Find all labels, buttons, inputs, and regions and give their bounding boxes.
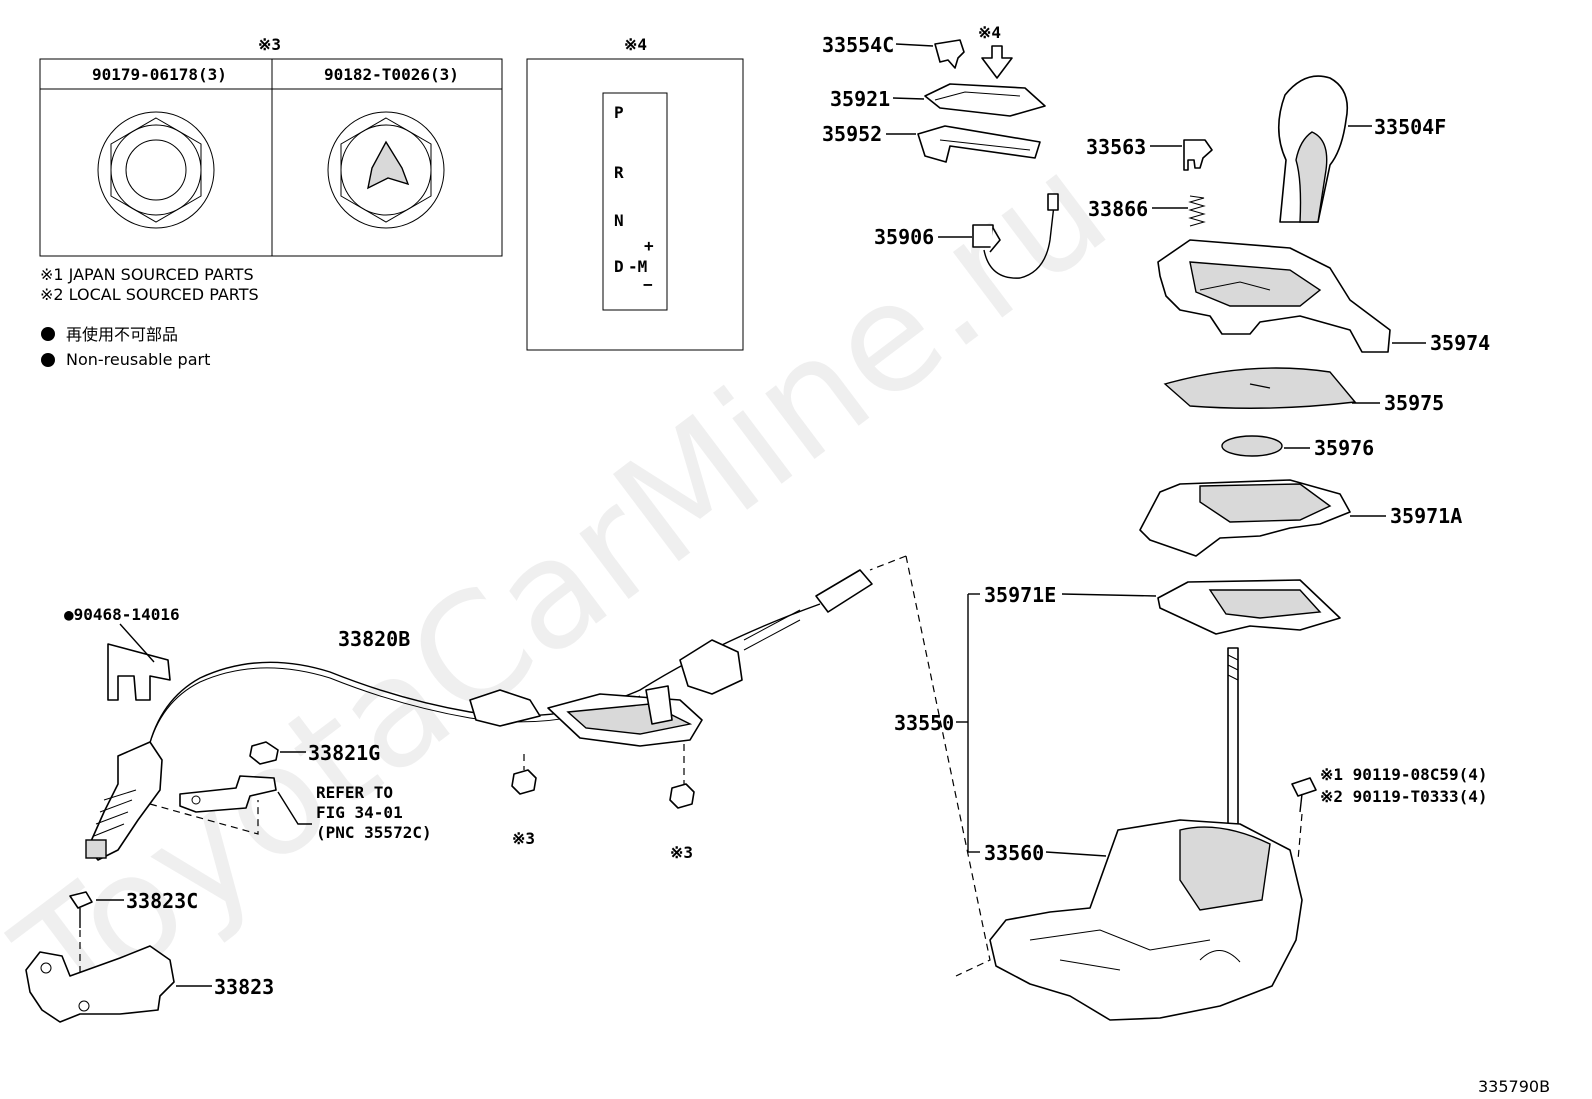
trim-parts [1163,367,1380,457]
label-35921: 35921 [830,87,890,111]
hex-nut-icon [97,111,215,229]
bolt-33823c [69,891,124,990]
note-jp-nonreusable: 再使用不可部品 [66,325,178,344]
gate-p: P [614,103,624,122]
assembly-bracket-33550 [956,593,980,853]
note-local: ※2 LOCAL SOURCED PARTS [40,285,259,304]
flange-nut-icon [327,111,445,229]
label-33550: 33550 [894,711,954,735]
label-35974: 35974 [1430,331,1490,355]
housing-35971a [1139,479,1386,557]
bracket-33823 [25,945,212,1023]
label-35975: 35975 [1384,391,1444,415]
nut-33821g [249,741,306,765]
nut-mark3-right [669,744,695,809]
upper-bezel-35974 [1157,239,1426,353]
small-parts-top [886,39,1059,279]
shift-cable-33820b [85,569,873,861]
label-33504f: 33504F [1374,115,1446,139]
gate-r: R [614,163,624,182]
gate-minus: − [643,275,653,294]
gate-d: D [614,257,624,276]
label-bolt-japan: ※1 90119-08C59(4) [1320,765,1488,784]
label-35971a: 35971A [1390,504,1462,528]
label-35906: 35906 [874,225,934,249]
plate-35971e [1061,579,1341,635]
shift-knob-group [1150,75,1372,227]
box4-marker: ※4 [624,35,647,54]
nut-mark3-left [511,754,537,795]
notes: ※1 JAPAN SOURCED PARTS ※2 LOCAL SOURCED … [40,265,259,369]
label-35971e: 35971E [984,583,1056,607]
label-33866: 33866 [1088,197,1148,221]
label-33823: 33823 [214,975,274,999]
figure-number: 335790B [1478,1077,1550,1096]
part-labels: 33554C ※4 35921 35952 35906 33563 33866 … [64,23,1550,1096]
gate-plus: + [644,236,654,255]
gate-m: -M [628,257,647,276]
label-35952: 35952 [822,122,882,146]
cable-clip-90468 [107,623,171,701]
note-en-nonreusable: Non-reusable part [66,350,210,369]
label-33560: 33560 [984,841,1044,865]
label-refer-2: FIG 34-01 [316,803,403,822]
mount-bracket [149,775,312,835]
bullet-icon [41,353,55,367]
note-japan: ※1 JAPAN SOURCED PARTS [40,265,254,284]
box3-header-1: 90179-06178(3) [92,65,227,84]
label-33554c: 33554C [822,33,894,57]
shift-gate-box: ※4 P R N D -M + − [526,35,744,351]
label-33821g: 33821G [308,741,380,765]
label-33563: 33563 [1086,135,1146,159]
box3-marker: ※3 [258,35,281,54]
label-refer-3: (PNC 35572C) [316,823,432,842]
label-mark3-left: ※3 [512,829,535,848]
label-refer-1: REFER TO [316,783,393,802]
gate-n: N [614,211,624,230]
fastener-reference-box: ※3 90179-06178(3) 90182-T0026(3) [39,35,503,257]
label-mark4: ※4 [978,23,1001,42]
label-35976: 35976 [1314,436,1374,460]
label-bolt-local: ※2 90119-T0333(4) [1320,787,1488,806]
assembly-guide [869,555,991,977]
box3-header-2: 90182-T0026(3) [324,65,459,84]
label-90468: ●90468-14016 [64,605,180,624]
label-33823c: 33823C [126,889,198,913]
shift-base-33560 [989,647,1317,1021]
label-33820b: 33820B [338,627,410,651]
label-mark3-right: ※3 [670,843,693,862]
bullet-icon [41,327,55,341]
